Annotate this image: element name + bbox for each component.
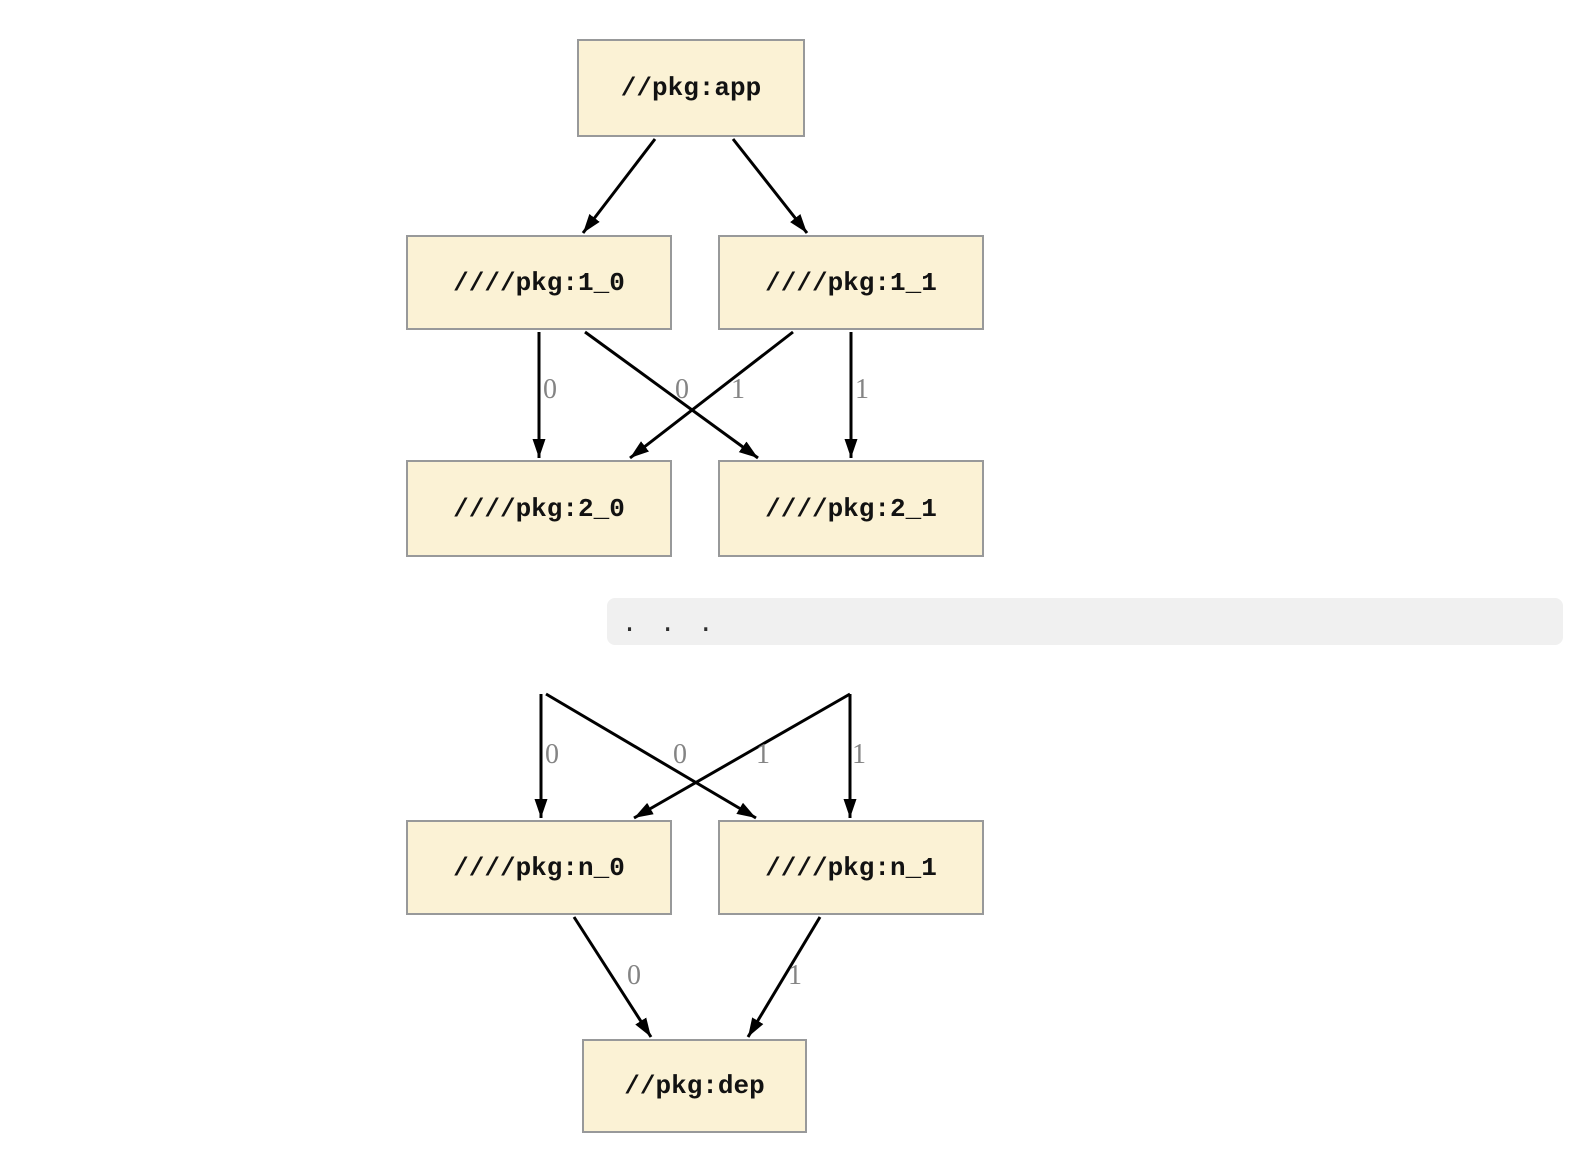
node-label: ////pkg:1_0 [453,267,625,298]
ellipsis-bar: . . . [607,598,1563,645]
node-2_1: ////pkg:2_1 [718,460,984,557]
edge-label-n_0-dep: 0 [627,960,641,991]
node-1_1: ////pkg:1_1 [718,235,984,330]
node-label: ////pkg:n_1 [765,852,937,883]
edge-label-n_1-dep: 1 [788,960,802,991]
node-label: ////pkg:2_1 [765,493,937,524]
edge-n_0-dep [572,916,653,1038]
edge-label-ellipsis-n_1-cross: 1 [756,739,770,770]
edge-app-1_0 [581,138,657,234]
node-label: //pkg:app [620,73,762,103]
node-label: ////pkg:1_1 [765,267,937,298]
node-2_0: ////pkg:2_0 [406,460,672,557]
edge-label-1_1-2_1: 1 [855,374,869,405]
edge-ellipsis-n_1-cross [545,692,757,820]
node-label: ////pkg:2_0 [453,493,625,524]
edge-label-ellipsis-n_0-straight: 0 [545,739,559,770]
ellipsis-dots: . . . [622,608,718,637]
edge-label-ellipsis-n_1-straight: 1 [852,739,866,770]
edge-app-1_1 [731,138,809,234]
edge-label-1_0-2_0: 0 [543,374,557,405]
edge-label-1_0-2_1: 1 [731,374,745,405]
node-n_0: ////pkg:n_0 [406,820,672,915]
edge-label-ellipsis-n_0-cross: 0 [673,739,687,770]
node-label: //pkg:dep [624,1071,765,1101]
edge-label-1_1-2_0: 0 [675,374,689,405]
edge-ellipsis-n_0-cross [633,692,851,820]
node-label: ////pkg:n_0 [453,852,625,883]
node-app: //pkg:app [577,39,805,137]
edge-1_1-2_0 [629,330,794,460]
edge-1_0-2_1 [584,330,759,460]
edge-n_1-dep [746,916,822,1038]
node-1_0: ////pkg:1_0 [406,235,672,330]
node-dep: //pkg:dep [582,1039,807,1133]
node-n_1: ////pkg:n_1 [718,820,984,915]
